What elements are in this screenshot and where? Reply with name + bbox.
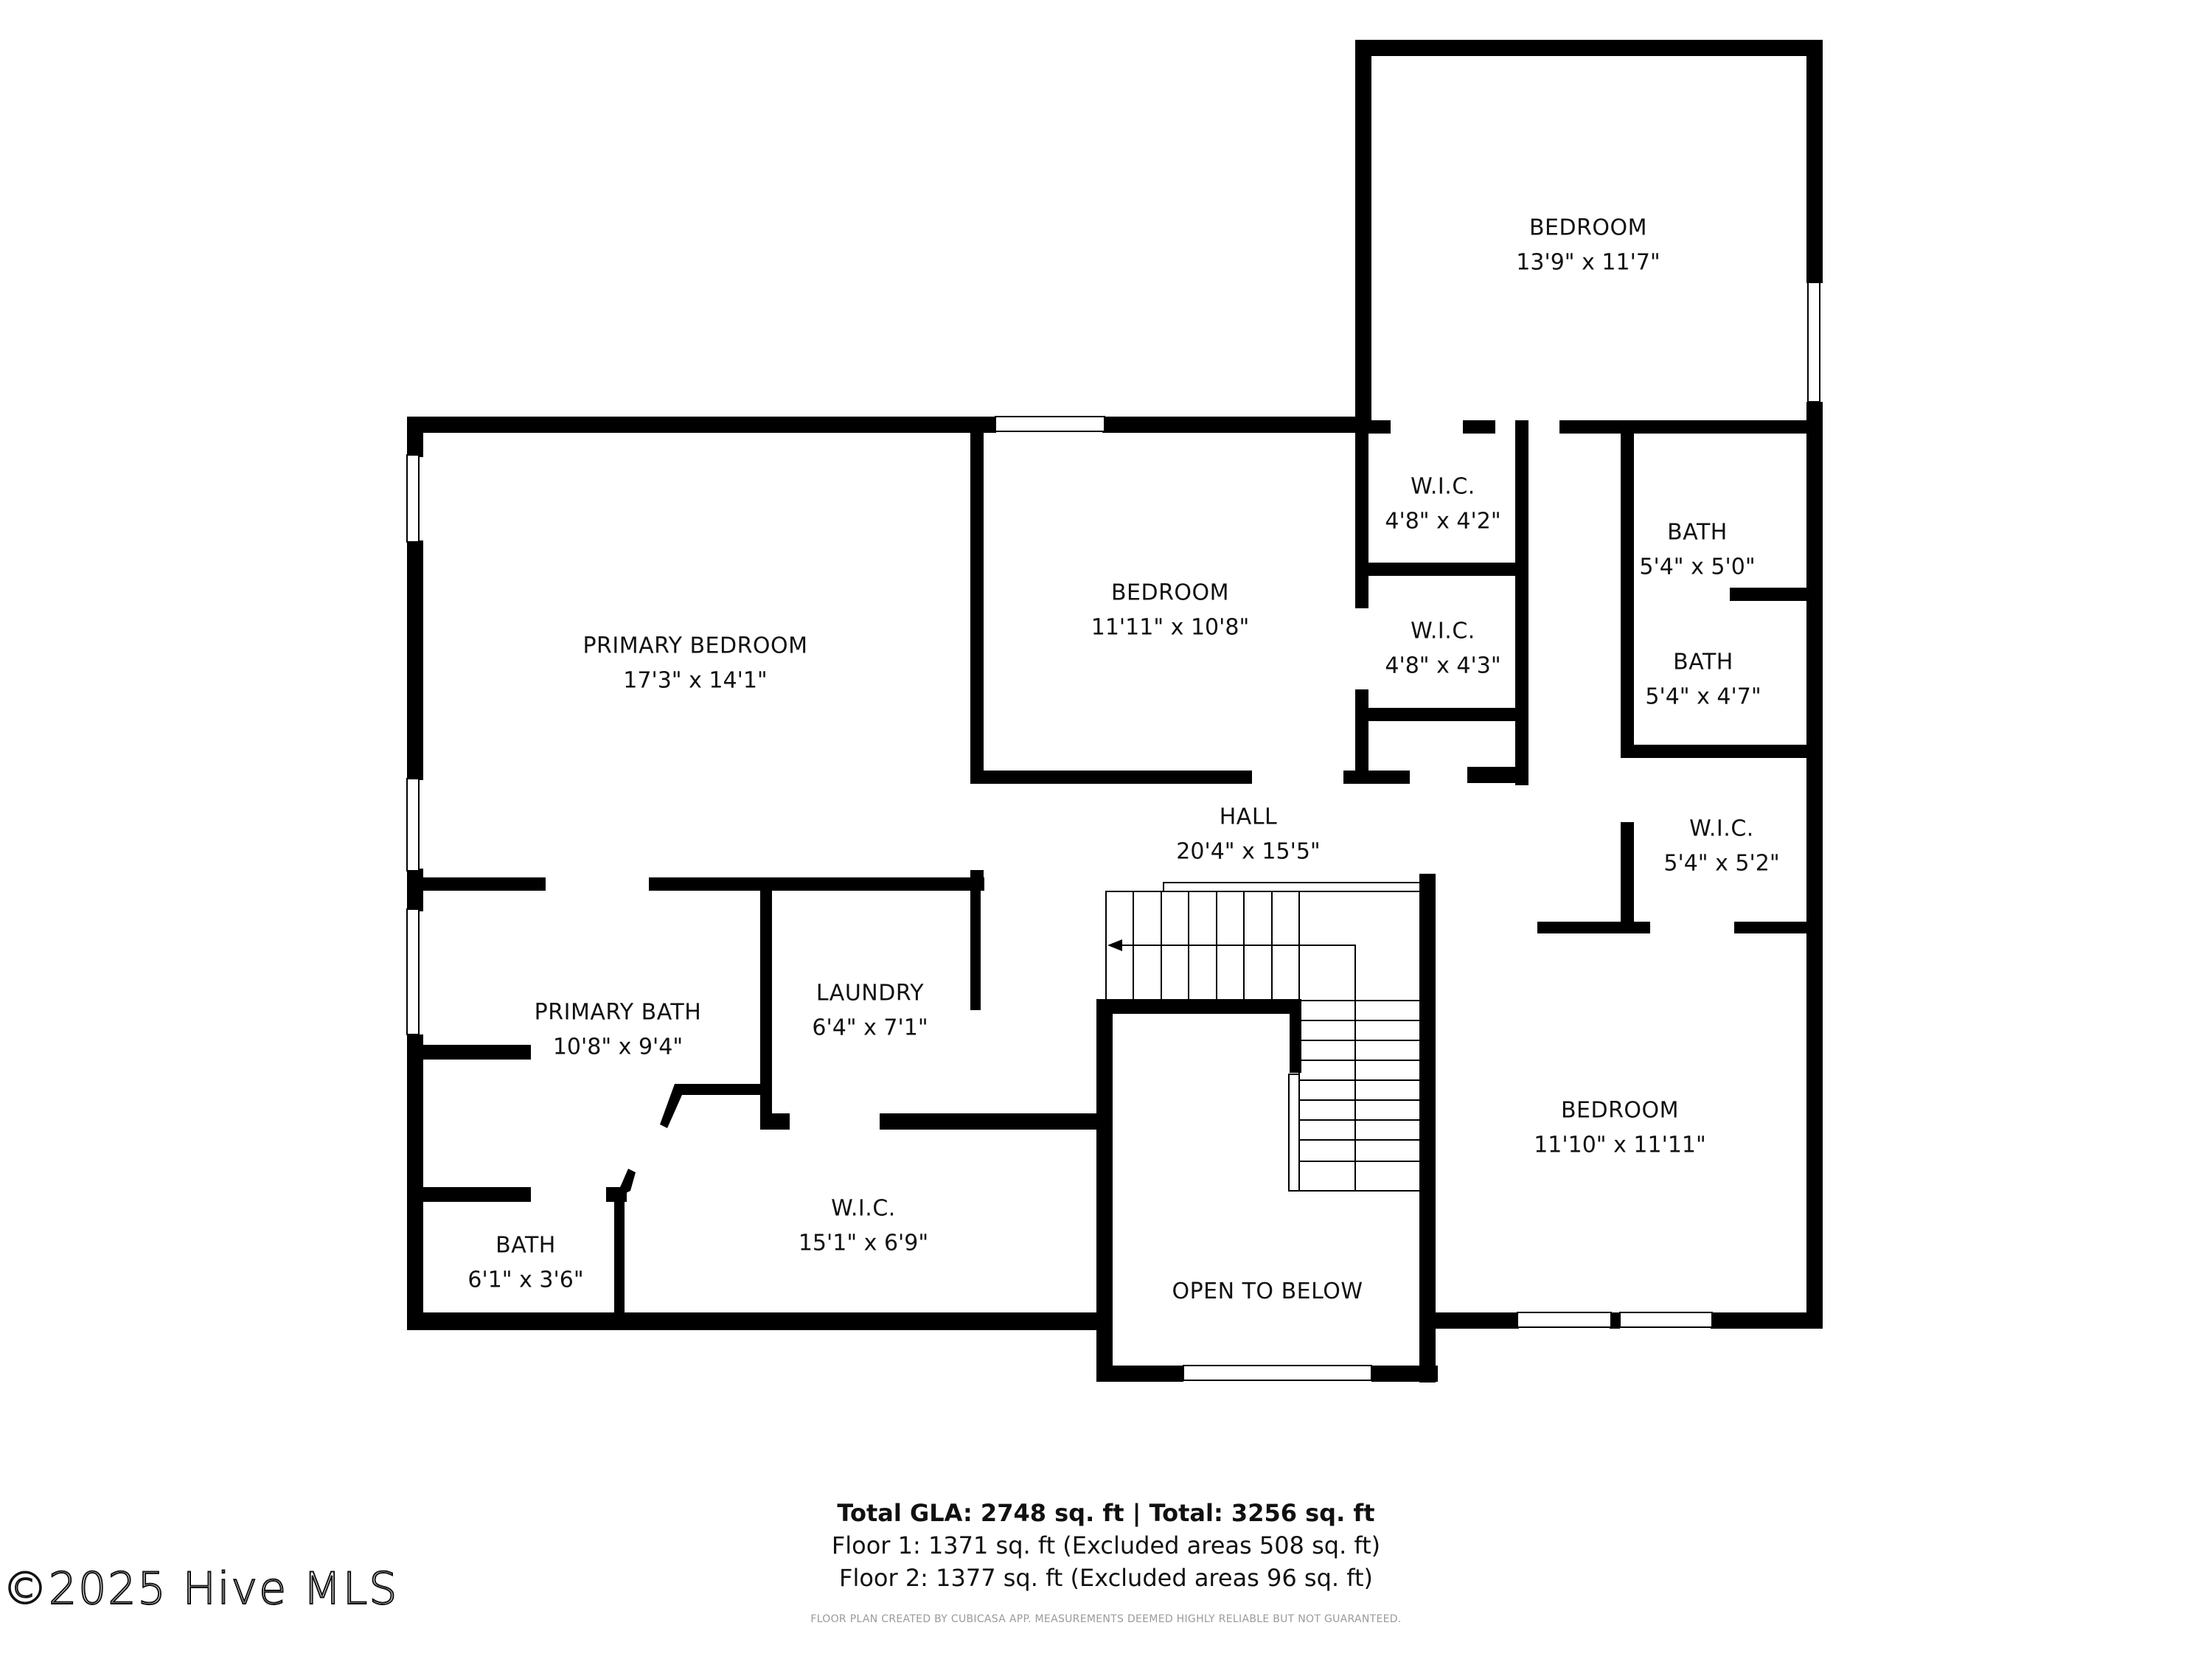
room-label-bath-1: BATH 5'4" x 5'0" bbox=[1639, 516, 1755, 585]
area-summary: Total GLA: 2748 sq. ft | Total: 3256 sq.… bbox=[0, 1497, 2212, 1594]
room-dims: 5'4" x 5'2" bbox=[1663, 850, 1780, 876]
copyright-watermark: ©2025 Hive MLS bbox=[2, 1562, 399, 1615]
room-name: PRIMARY BATH bbox=[534, 999, 702, 1026]
room-dims: 5'4" x 4'7" bbox=[1645, 684, 1761, 709]
room-label-wic-primary: W.I.C. 15'1" x 6'9" bbox=[799, 1192, 928, 1261]
room-dims: 4'8" x 4'2" bbox=[1385, 508, 1501, 534]
floor-2-area: Floor 2: 1377 sq. ft (Excluded areas 96 … bbox=[839, 1564, 1373, 1592]
room-dims: 15'1" x 6'9" bbox=[798, 1230, 929, 1256]
room-name: BATH bbox=[495, 1232, 556, 1259]
room-dims: 6'1" x 3'6" bbox=[467, 1267, 584, 1293]
room-label-wic-3: W.I.C. 5'4" x 5'2" bbox=[1663, 813, 1779, 881]
room-label-hall: HALL 20'4" x 15'5" bbox=[1176, 801, 1320, 869]
room-dims: 11'10" x 11'11" bbox=[1534, 1132, 1706, 1158]
room-name: W.I.C. bbox=[1411, 618, 1475, 644]
room-label-laundry: LAUNDRY 6'4" x 7'1" bbox=[812, 977, 928, 1046]
room-name: BEDROOM bbox=[1560, 1097, 1680, 1124]
total-area: Total GLA: 2748 sq. ft | Total: 3256 sq.… bbox=[837, 1499, 1375, 1527]
room-name: PRIMARY BEDROOM bbox=[582, 633, 808, 659]
room-dims: 5'4" x 5'0" bbox=[1639, 554, 1756, 580]
room-label-bedroom-southeast: BEDROOM 11'10" x 11'11" bbox=[1534, 1094, 1706, 1163]
staircase bbox=[1105, 882, 1421, 1192]
room-dims: 11'11" x 10'8" bbox=[1091, 614, 1250, 640]
room-label-primary-bath: PRIMARY BATH 10'8" x 9'4" bbox=[535, 996, 702, 1065]
room-name: OPEN TO BELOW bbox=[1172, 1278, 1363, 1304]
room-name: HALL bbox=[1219, 804, 1278, 830]
room-name: BATH bbox=[1667, 519, 1728, 546]
room-name: BEDROOM bbox=[1528, 215, 1648, 241]
room-label-bath-small: BATH 6'1" x 3'6" bbox=[467, 1229, 583, 1298]
room-dims: 17'3" x 14'1" bbox=[623, 667, 768, 693]
room-dims: 13'9" x 11'7" bbox=[1516, 249, 1660, 275]
room-name: BEDROOM bbox=[1110, 580, 1230, 606]
windows bbox=[406, 282, 1820, 1381]
room-dims: 20'4" x 15'5" bbox=[1176, 838, 1321, 864]
room-name: W.I.C. bbox=[1689, 815, 1754, 842]
room-name: BATH bbox=[1673, 649, 1733, 675]
room-label-bedroom-north: BEDROOM 13'9" x 11'7" bbox=[1516, 212, 1660, 280]
room-label-wic-2: W.I.C. 4'8" x 4'3" bbox=[1385, 615, 1500, 684]
room-label-bedroom-middle: BEDROOM 11'11" x 10'8" bbox=[1091, 577, 1250, 645]
room-name: LAUNDRY bbox=[815, 980, 925, 1006]
room-label-bath-2: BATH 5'4" x 4'7" bbox=[1645, 646, 1761, 714]
room-name: W.I.C. bbox=[831, 1195, 896, 1222]
stair-direction-arrow-icon bbox=[1107, 939, 1122, 951]
disclaimer: FLOOR PLAN CREATED BY CUBICASA APP. MEAS… bbox=[810, 1613, 1402, 1625]
room-label-wic-1: W.I.C. 4'8" x 4'2" bbox=[1385, 470, 1500, 539]
room-label-open-to-below: OPEN TO BELOW bbox=[1172, 1275, 1363, 1310]
floor-1-area: Floor 1: 1371 sq. ft (Excluded areas 508… bbox=[831, 1531, 1381, 1559]
room-dims: 6'4" x 7'1" bbox=[812, 1015, 928, 1040]
room-label-primary-bedroom: PRIMARY BEDROOM 17'3" x 14'1" bbox=[582, 630, 807, 698]
room-name: W.I.C. bbox=[1411, 473, 1475, 500]
room-dims: 4'8" x 4'3" bbox=[1385, 653, 1501, 678]
walls bbox=[407, 40, 1823, 1382]
room-dims: 10'8" x 9'4" bbox=[552, 1034, 684, 1060]
